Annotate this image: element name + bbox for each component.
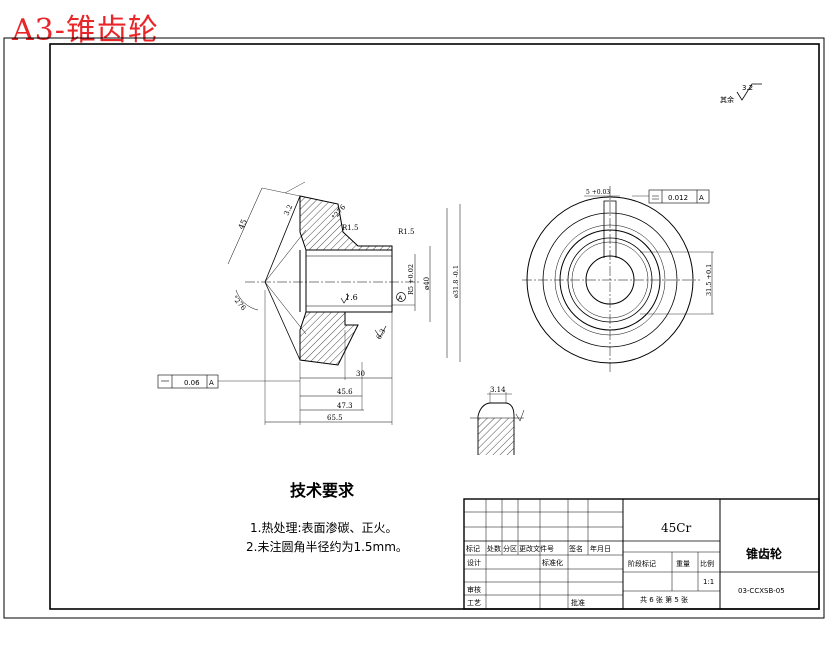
dim-45-6: 45.6 <box>337 388 353 396</box>
section-view: 0.06 A 45 3.2 °276 R1.5 R1.5 1.6 R5 +0.0… <box>157 181 461 425</box>
revision-header: 年月日 <box>590 544 611 553</box>
outer-border <box>3 37 825 619</box>
dim-dia-40: ø40 <box>423 277 431 290</box>
stage-header: 重量 <box>676 560 690 568</box>
dim-65-5: 65.5 <box>327 414 343 422</box>
detail-dim: 3.14 <box>490 386 506 394</box>
sheet-stamp: A3-锥齿轮 <box>12 13 159 48</box>
section-tolerance-value: 0.06 <box>184 379 200 387</box>
part-name: 锥齿轮 <box>746 546 783 561</box>
dim-45: 45 <box>237 218 249 231</box>
dim-6-3: 6.3 <box>375 327 387 341</box>
requirement-item: 1.热处理:表面渗碳、正火。 <box>250 520 398 535</box>
requirements-heading: 技术要求 <box>290 481 355 500</box>
revision-header: 签名 <box>569 544 583 553</box>
front-tolerance-datum: A <box>699 194 704 202</box>
revision-header: 处数 <box>487 544 501 553</box>
title-block: 45Cr 锥齿轮 03-CCXSB-05 标记 处数 分区 更改文件号 签名 年… <box>463 498 820 610</box>
stage-header: 比例 <box>700 559 714 568</box>
dim-47-3: 47.3 <box>337 402 353 410</box>
dim-1-6: 1.6 <box>345 293 358 302</box>
dim-3-2: 3.2 <box>283 203 295 216</box>
symmetry-icon <box>652 195 659 200</box>
bore-dim: 31.5 +0.1 <box>705 264 713 296</box>
approve-label: 批准 <box>571 598 585 607</box>
row-label: 设计 <box>467 558 481 567</box>
row-label: 工艺 <box>467 599 481 607</box>
surface-note-roughness: 3.2 <box>742 84 753 92</box>
dim-dia-31-8: ø31.8 -0.1 <box>452 265 460 298</box>
dim-angle-left: °276 <box>230 294 247 312</box>
section-tolerance-datum: A <box>209 379 214 387</box>
scale-value: 1:1 <box>703 578 714 586</box>
revision-header: 更改文件号 <box>519 544 554 553</box>
standardize-label: 标准化 <box>542 558 563 567</box>
requirement-item: 2.未注圆角半径约为1.5mm。 <box>246 539 408 554</box>
sheet-info: 共 6 张 第 5 张 <box>640 595 688 604</box>
roughness-symbol-icon <box>736 83 762 101</box>
keyway-dim: 5 +0.03 <box>586 189 610 196</box>
detail-view: 3.14 <box>470 386 525 455</box>
dim-r1-5-a: R1.5 <box>342 224 358 232</box>
revision-header: 分区 <box>503 544 517 553</box>
inner-border <box>49 43 820 610</box>
material: 45Cr <box>661 521 691 535</box>
row-label: 审核 <box>467 585 481 594</box>
surface-note-label: 其余 <box>720 95 734 104</box>
front-view: 5 +0.03 0.012 A 31.5 +0.1 <box>522 186 714 372</box>
stage-header: 阶段标记 <box>628 559 656 568</box>
dim-r5: R5 +0.02 <box>407 264 415 295</box>
datum-label: A <box>398 294 403 302</box>
drawing-number: 03-CCXSB-05 <box>738 587 785 595</box>
dim-r1-5-b: R1.5 <box>398 228 414 236</box>
dim-30: 30 <box>356 370 365 378</box>
front-tolerance-value: 0.012 <box>668 194 688 202</box>
revision-header: 标记 <box>466 544 480 553</box>
